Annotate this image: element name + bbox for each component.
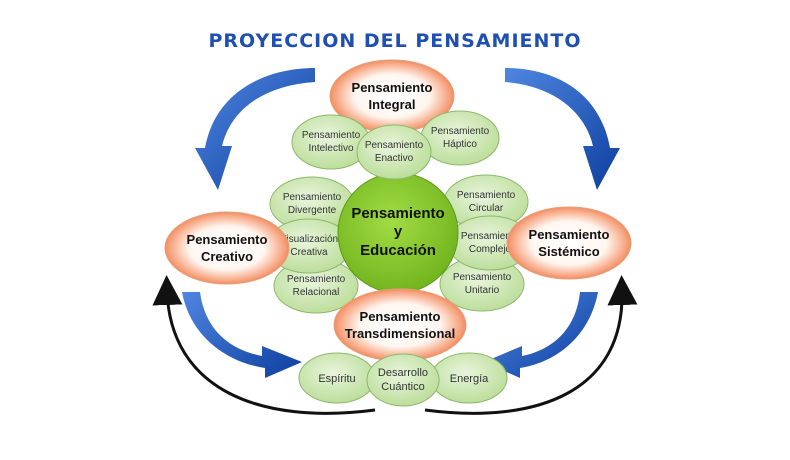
label-unitario-1: Pensamiento xyxy=(453,272,512,283)
label-haptico-1: Pensamiento xyxy=(431,126,490,137)
label-enactivo-2: Enactivo xyxy=(375,153,414,164)
arrow-black-left xyxy=(152,275,376,415)
sub-node-desarrollo: Desarrollo Cuántico xyxy=(366,353,440,407)
label-espiritu: Espíritu xyxy=(318,373,355,385)
label-relacional-2: Relacional xyxy=(293,287,340,298)
label-complejo-1: Pensamiento xyxy=(461,231,520,242)
sub-node-enactivo: Pensamiento Enactivo xyxy=(356,124,432,180)
main-node-creativo: Pensamiento Creativo xyxy=(164,211,290,285)
label-divergente-1: Pensamiento xyxy=(283,192,342,203)
arrow-bottom-right xyxy=(484,292,598,378)
label-circular-2: Circular xyxy=(469,203,504,214)
sub-node-unitario: Pensamiento Unitario xyxy=(439,256,525,312)
label-intelectivo-2: Intelectivo xyxy=(308,143,353,154)
diagram-title: PROYECCION DEL PENSAMIENTO xyxy=(208,30,582,52)
sistemico-label-1: Pensamiento xyxy=(529,227,610,242)
center-node: Pensamiento y Educación xyxy=(337,172,459,294)
black-arrows xyxy=(152,275,638,415)
label-intelectivo-1: Pensamiento xyxy=(302,130,361,141)
integral-label-1: Pensamiento xyxy=(352,80,433,95)
label-relacional-1: Pensamiento xyxy=(287,274,346,285)
arrow-black-right xyxy=(424,275,638,415)
label-energia: Energía xyxy=(450,373,489,385)
main-node-transdimensional: Pensamiento Transdimensional xyxy=(333,288,467,362)
sub-node-haptico: Pensamiento Háptico xyxy=(420,110,500,166)
label-desarrollo-1: Desarrollo xyxy=(378,367,428,379)
label-desarrollo-2: Cuántico xyxy=(381,381,424,393)
center-label-3: Educación xyxy=(360,242,436,259)
arrow-top-left xyxy=(195,68,315,190)
sub-node-espiritu: Espíritu xyxy=(298,352,376,404)
label-divergente-2: Divergente xyxy=(288,205,337,216)
creativo-label-1: Pensamiento xyxy=(187,232,268,247)
center-label-1: Pensamiento xyxy=(351,205,444,222)
transdimensional-label-2: Transdimensional xyxy=(345,326,456,341)
transdimensional-label-1: Pensamiento xyxy=(360,309,441,324)
label-circular-1: Pensamiento xyxy=(457,190,516,201)
arrow-bottom-left xyxy=(182,292,302,378)
label-enactivo-1: Pensamiento xyxy=(365,140,424,151)
sub-node-energia: Energía xyxy=(430,352,508,404)
sistemico-label-2: Sistémico xyxy=(538,244,599,259)
label-complejo-2: Complejo xyxy=(469,244,512,255)
label-visualizacion-2: Creativa xyxy=(290,247,328,258)
integral-label-2: Integral xyxy=(369,97,416,112)
creativo-label-2: Creativo xyxy=(201,249,253,264)
main-node-sistemico: Pensamiento Sistémico xyxy=(506,206,632,280)
arrow-top-right xyxy=(505,68,620,190)
main-node-integral: Pensamiento Integral xyxy=(329,59,455,133)
label-haptico-2: Háptico xyxy=(443,139,477,150)
sub-node-intelectivo: Pensamiento Intelectivo xyxy=(291,114,371,170)
label-visualizacion-1: Visualización xyxy=(280,234,338,245)
center-label-2: y xyxy=(394,223,403,240)
blue-arrows xyxy=(182,68,620,378)
label-unitario-2: Unitario xyxy=(465,285,500,296)
